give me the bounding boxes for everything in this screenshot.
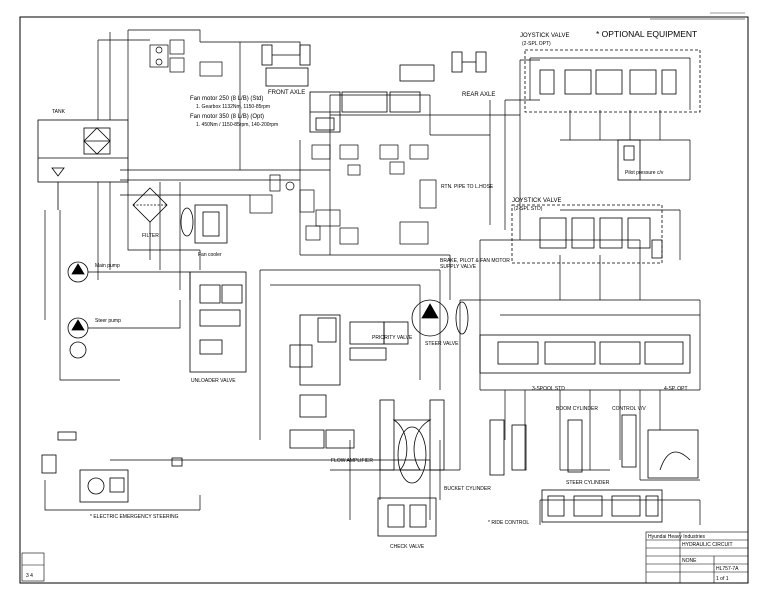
unloader-valve [189, 271, 247, 373]
rear-axle-label: REAR AXLE [462, 92, 495, 98]
page-number: 3 4 [26, 573, 33, 579]
title-drawing-no: HL757-7A [716, 566, 739, 572]
check-valve-label: CHECK VALVE [390, 544, 425, 550]
check-valve-block [377, 497, 437, 537]
joystick-valve-std-sub: (2-SPL STD) [514, 206, 543, 212]
brake-pilot-fan-label: BRAKE, PILOT & FAN MOTOR [440, 258, 510, 264]
supply-valve-label: SUPPLY VALVE [440, 264, 477, 270]
ride-control-unit [541, 489, 663, 523]
control-valve-label: CONTROL V/V [612, 406, 646, 412]
fan-motor-opt-sub: 1. 450Nm / 1150-85rpm, 140-200rpm [196, 122, 278, 128]
title-drawing: HYDRAULIC CIRCUIT [682, 542, 733, 548]
flow-amplifier-label: FLOW AMPLIFIER [331, 458, 373, 464]
flow-amplifier [289, 314, 409, 449]
page-marker-box [21, 552, 45, 582]
joystick-valve-opt [524, 49, 701, 113]
steer-cylinder-label: STEER CYLINDER [566, 480, 610, 486]
pilot-supply-valves [249, 144, 437, 245]
boom-cylinder-label: BOOM CYLINDER [556, 406, 598, 412]
rear-axle-brake [399, 51, 487, 82]
return-to-tank-label: RTN. PIPE TO L.HOSE [441, 184, 494, 190]
spool-3-label: 3-SPOOL STD [532, 386, 565, 392]
fan-cooler [180, 204, 228, 244]
steer-valve-orbitrol [411, 299, 469, 337]
boom-cylinders [379, 399, 445, 484]
pilot-pressure-check-valve [617, 139, 641, 181]
fan-motor-std-sub: 1. Gearbox 1132Nm, 1150-85rpm [196, 104, 270, 110]
joystick-valve-opt-label: JOYSTICK VALVE [520, 33, 569, 39]
title-scale: NONE [682, 558, 697, 564]
title-sheet: 1 of 1 [716, 576, 729, 582]
fan-motor-opt-label: Fan motor 350 (8 L/B) (Opt) [190, 114, 264, 120]
unloader-valve-label: UNLOADER VALVE [191, 378, 236, 384]
pump-2 [67, 317, 120, 359]
fan-motor-std-label: Fan motor 250 (8 L/B) (Std) [190, 96, 263, 102]
brake-valve-block [309, 91, 421, 133]
steer-pump-label: Steer pump [95, 318, 121, 324]
ride-control-label: * RIDE CONTROL [488, 520, 529, 526]
top-right-code [650, 12, 745, 20]
right-cylinders [489, 414, 699, 479]
priority-valve-label: PRIORITY VALVE [372, 335, 413, 341]
title-company: Hyundai Heavy Industries [648, 534, 705, 540]
title-block [645, 531, 749, 584]
hydraulic-tank-group [37, 119, 129, 210]
filter-label: FILTER [142, 233, 159, 239]
joystick-valve-std [511, 204, 663, 264]
joystick-valve-std-label: JOYSTICK VALVE [512, 198, 561, 204]
return-filter [132, 187, 168, 223]
optional-equipment-label: * OPTIONAL EQUIPMENT [596, 29, 697, 39]
emergency-steering-unit [41, 431, 183, 503]
joystick-valve-opt-sub: (2-SPL OPT) [522, 41, 551, 47]
main-control-valve [479, 334, 691, 374]
spool-4-label: 4-SP. OPT [664, 386, 688, 392]
steer-valve-label: STEER VALVE [425, 341, 459, 347]
main-pump-label: Main pump [95, 263, 120, 269]
pilot-gauges [149, 39, 223, 77]
front-axle-label: FRONT AXLE [268, 90, 305, 96]
drawing-border [19, 16, 749, 584]
electric-steering-label: * ELECTRIC EMERGENCY STEERING [90, 514, 179, 520]
tank-label: TANK [52, 109, 66, 115]
fan-cooler-label: Fan cooler [198, 252, 222, 258]
pilot-pressure-label: Pilot pressure c/v [625, 170, 664, 176]
bucket-cylinder-label: BUCKET CYLINDER [444, 486, 491, 492]
front-axle-brake [261, 44, 311, 87]
pump-1 [67, 261, 120, 283]
pipe-network [44, 29, 701, 525]
